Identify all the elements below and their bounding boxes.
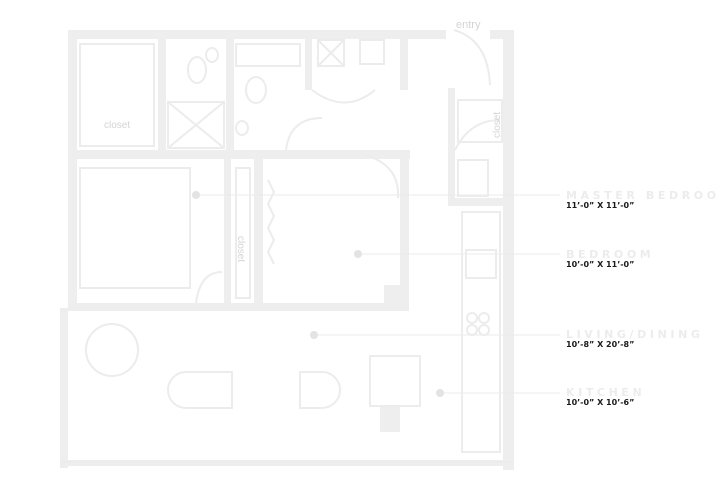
leader-lines	[196, 194, 560, 394]
closet-label-mid: closet	[235, 236, 246, 262]
marker-master-bedroom	[192, 191, 200, 199]
room-name: BEDROOM	[566, 248, 655, 261]
closet-label-left: closet	[104, 120, 130, 131]
room-label-living-dining: LIVING/DINING 10’-8” X 20’-8”	[566, 329, 704, 349]
entry-label: entry	[456, 19, 481, 31]
room-name: LIVING/DINING	[566, 328, 704, 341]
closet-label-right: closet	[492, 112, 503, 138]
walls	[60, 30, 514, 470]
fixtures	[60, 29, 512, 463]
room-label-bedroom: BEDROOM 10’-0” X 11’-0”	[566, 249, 654, 269]
marker-kitchen	[436, 389, 444, 397]
marker-living-dining	[310, 331, 318, 339]
room-dimensions: 10’-0” X 11’-0”	[566, 260, 635, 269]
plan-text-labels: entry closet closet closet	[104, 19, 503, 262]
room-label-kitchen: KITCHEN 10’-0” X 10’-6”	[566, 387, 645, 407]
room-name: KITCHEN	[566, 386, 646, 399]
room-dimensions: 10’-0” X 10’-6”	[566, 398, 635, 407]
room-label-master-bedroom: MASTER BEDROOM 11’-0” X 11’-0”	[566, 190, 720, 210]
room-name: MASTER BEDROOM	[566, 189, 720, 202]
room-dimensions: 11’-0” X 11’-0”	[566, 201, 635, 210]
room-dimensions: 10’-8” X 20’-8”	[566, 340, 635, 349]
room-markers	[192, 191, 444, 397]
marker-bedroom	[354, 250, 362, 258]
